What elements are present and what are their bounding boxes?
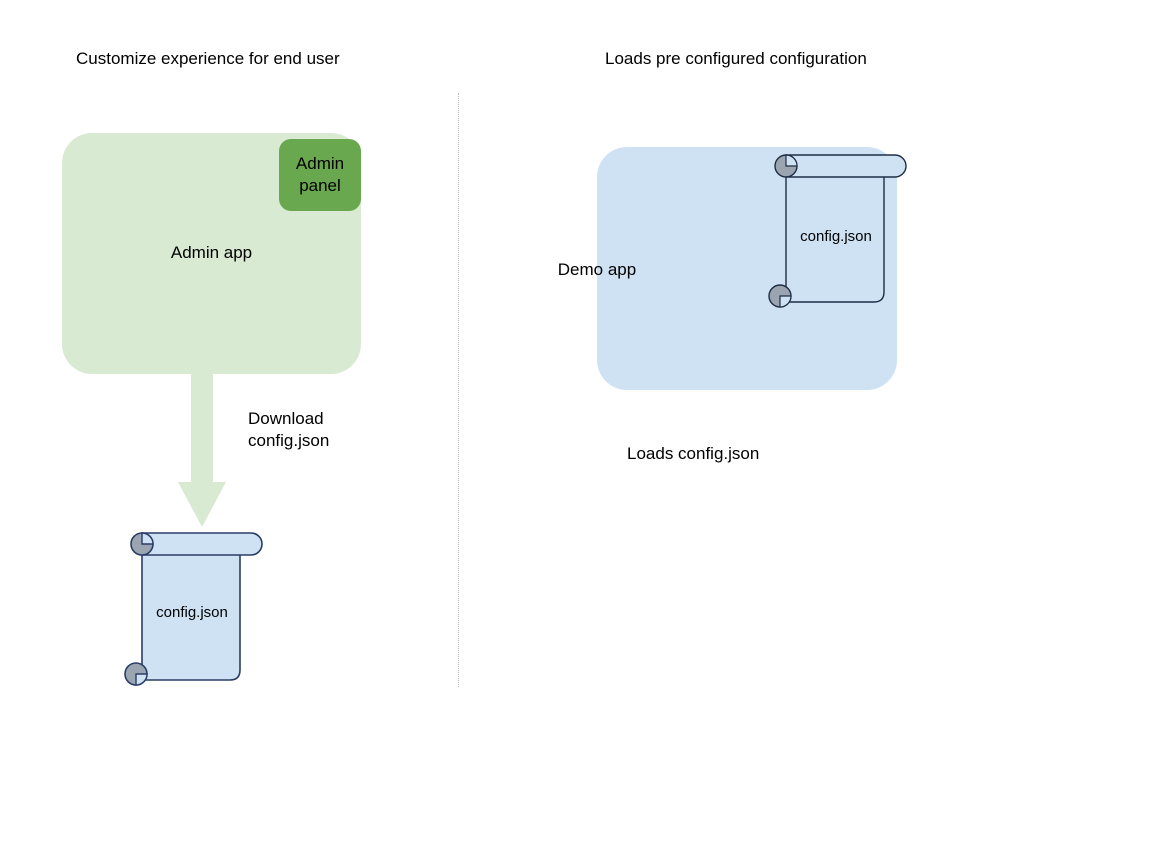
heading-right: Loads pre configured configuration (605, 49, 867, 68)
download-arrow-icon (178, 372, 226, 527)
section-divider (458, 93, 459, 687)
config-json-document-left (124, 532, 263, 686)
admin-panel-chip: Admin panel (279, 139, 361, 211)
heading-left: Customize experience for end user (76, 49, 340, 68)
config-json-document-right (768, 154, 907, 308)
admin-app-label: Admin app (170, 243, 253, 262)
download-arrow-label: Download config.json (248, 409, 330, 450)
loads-config-caption: Loads config.json (627, 444, 760, 463)
demo-app-label: Demo app (557, 260, 637, 279)
